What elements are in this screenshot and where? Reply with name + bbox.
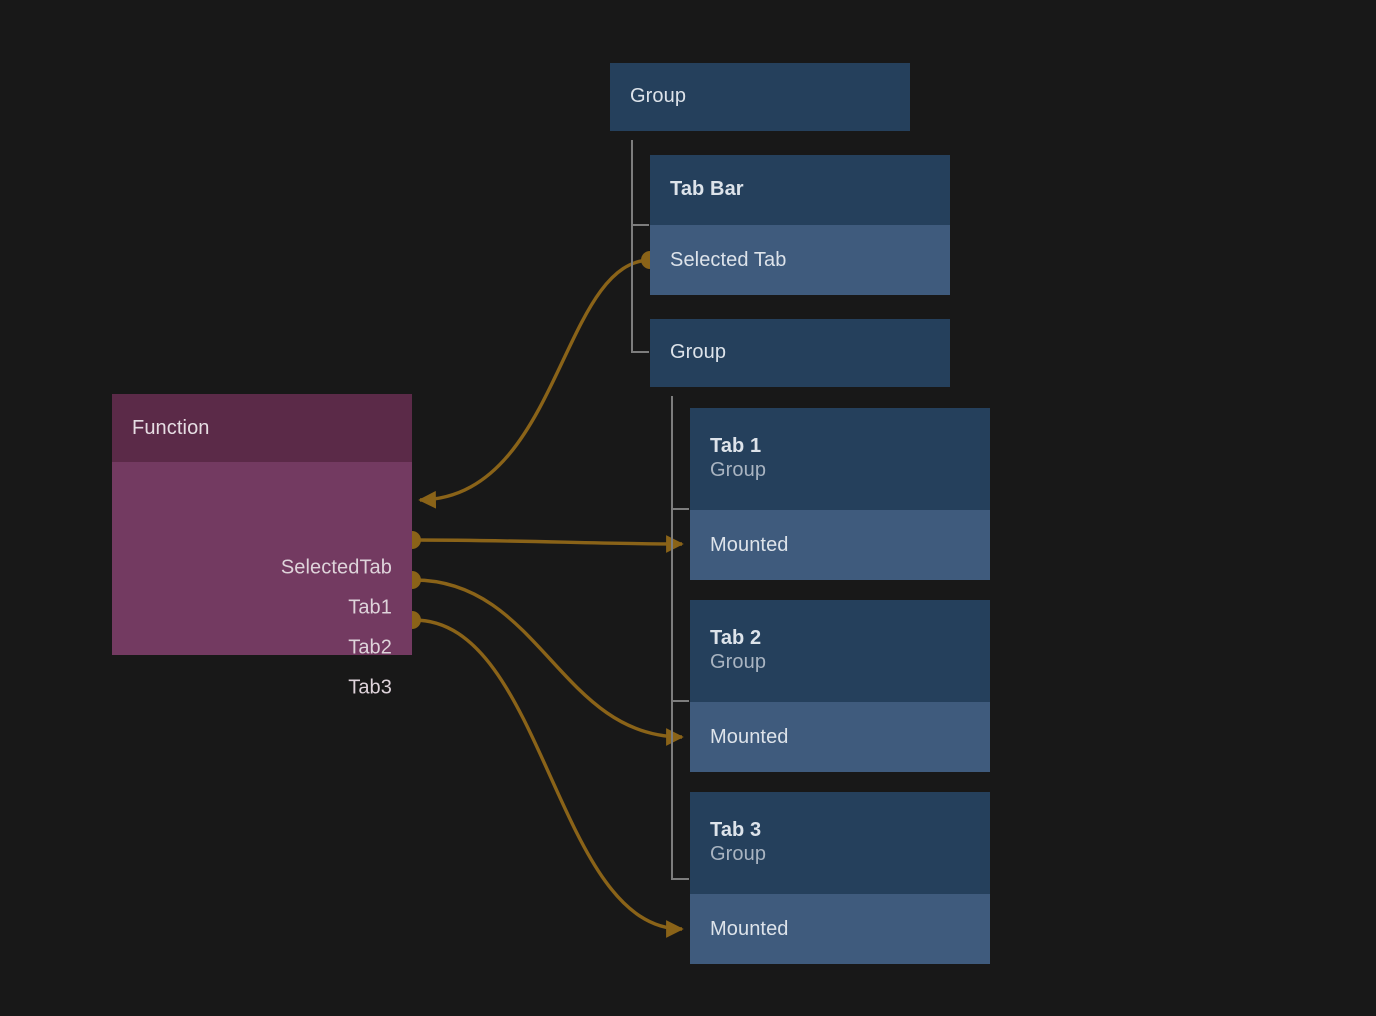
node-group-2-title: Group xyxy=(670,341,727,364)
node-function-header: Function xyxy=(112,394,412,462)
row-selected-tab[interactable]: Selected Tab xyxy=(650,225,950,295)
tree-trunk-group xyxy=(671,396,673,879)
row-tab-3-mounted-label: Mounted xyxy=(710,917,789,940)
node-function-body: SelectedTab Tab1 Tab2 Tab3 xyxy=(112,462,412,699)
node-tab-3-title: Tab 3 xyxy=(710,819,762,842)
row-tab-1-mounted-label: Mounted xyxy=(710,533,789,556)
node-tab-3-subtitle: Group xyxy=(710,843,767,865)
tree-trunk-root xyxy=(631,140,633,352)
edge-selected-tab xyxy=(418,258,651,509)
node-tab-1-header: Tab 1 Group xyxy=(690,408,990,510)
tree-tick-tab1 xyxy=(671,508,689,510)
edge-tab3 xyxy=(413,618,684,938)
function-port-selectedtab[interactable]: SelectedTab xyxy=(280,556,392,579)
node-tab-bar-title: Tab Bar xyxy=(670,178,744,201)
row-tab-2-mounted[interactable]: Mounted xyxy=(690,702,990,772)
tree-tick-tab3 xyxy=(671,878,689,880)
node-root-group-header: Group xyxy=(610,63,910,131)
function-port-tab3[interactable]: Tab3 xyxy=(348,676,392,699)
node-tab-2-title: Tab 2 xyxy=(710,627,762,650)
node-tab-2[interactable]: Tab 2 Group Mounted xyxy=(690,600,990,772)
node-group-2-header: Group xyxy=(650,319,950,387)
row-tab-2-mounted-label: Mounted xyxy=(710,725,789,748)
tree-tick-tabbar xyxy=(631,224,649,226)
node-root-group[interactable]: Group xyxy=(610,63,910,131)
row-tab-1-mounted[interactable]: Mounted xyxy=(690,510,990,580)
function-port-tab2[interactable]: Tab2 xyxy=(348,636,392,659)
tree-tick-tab2 xyxy=(671,700,689,702)
node-tab-3[interactable]: Tab 3 Group Mounted xyxy=(690,792,990,964)
node-tab-2-subtitle: Group xyxy=(710,651,767,673)
row-tab-3-mounted[interactable]: Mounted xyxy=(690,894,990,964)
node-tab-1[interactable]: Tab 1 Group Mounted xyxy=(690,408,990,580)
node-tab-2-header: Tab 2 Group xyxy=(690,600,990,702)
node-tab-bar[interactable]: Tab Bar Selected Tab xyxy=(650,155,950,295)
row-selected-tab-label: Selected Tab xyxy=(670,248,787,271)
node-tab-3-header: Tab 3 Group xyxy=(690,792,990,894)
edge-tab1 xyxy=(413,535,684,553)
node-function-title: Function xyxy=(132,416,210,439)
node-tab-1-title: Tab 1 xyxy=(710,435,762,458)
node-tab-bar-header: Tab Bar xyxy=(650,155,950,225)
edge-tab2 xyxy=(413,578,684,746)
tree-tick-group2 xyxy=(631,351,649,353)
function-port-tab1[interactable]: Tab1 xyxy=(348,596,392,619)
node-root-group-title: Group xyxy=(630,85,687,108)
node-group-2[interactable]: Group xyxy=(650,319,950,387)
node-function[interactable]: Function SelectedTab Tab1 Tab2 Tab3 xyxy=(112,394,412,699)
node-tab-1-subtitle: Group xyxy=(710,459,767,481)
